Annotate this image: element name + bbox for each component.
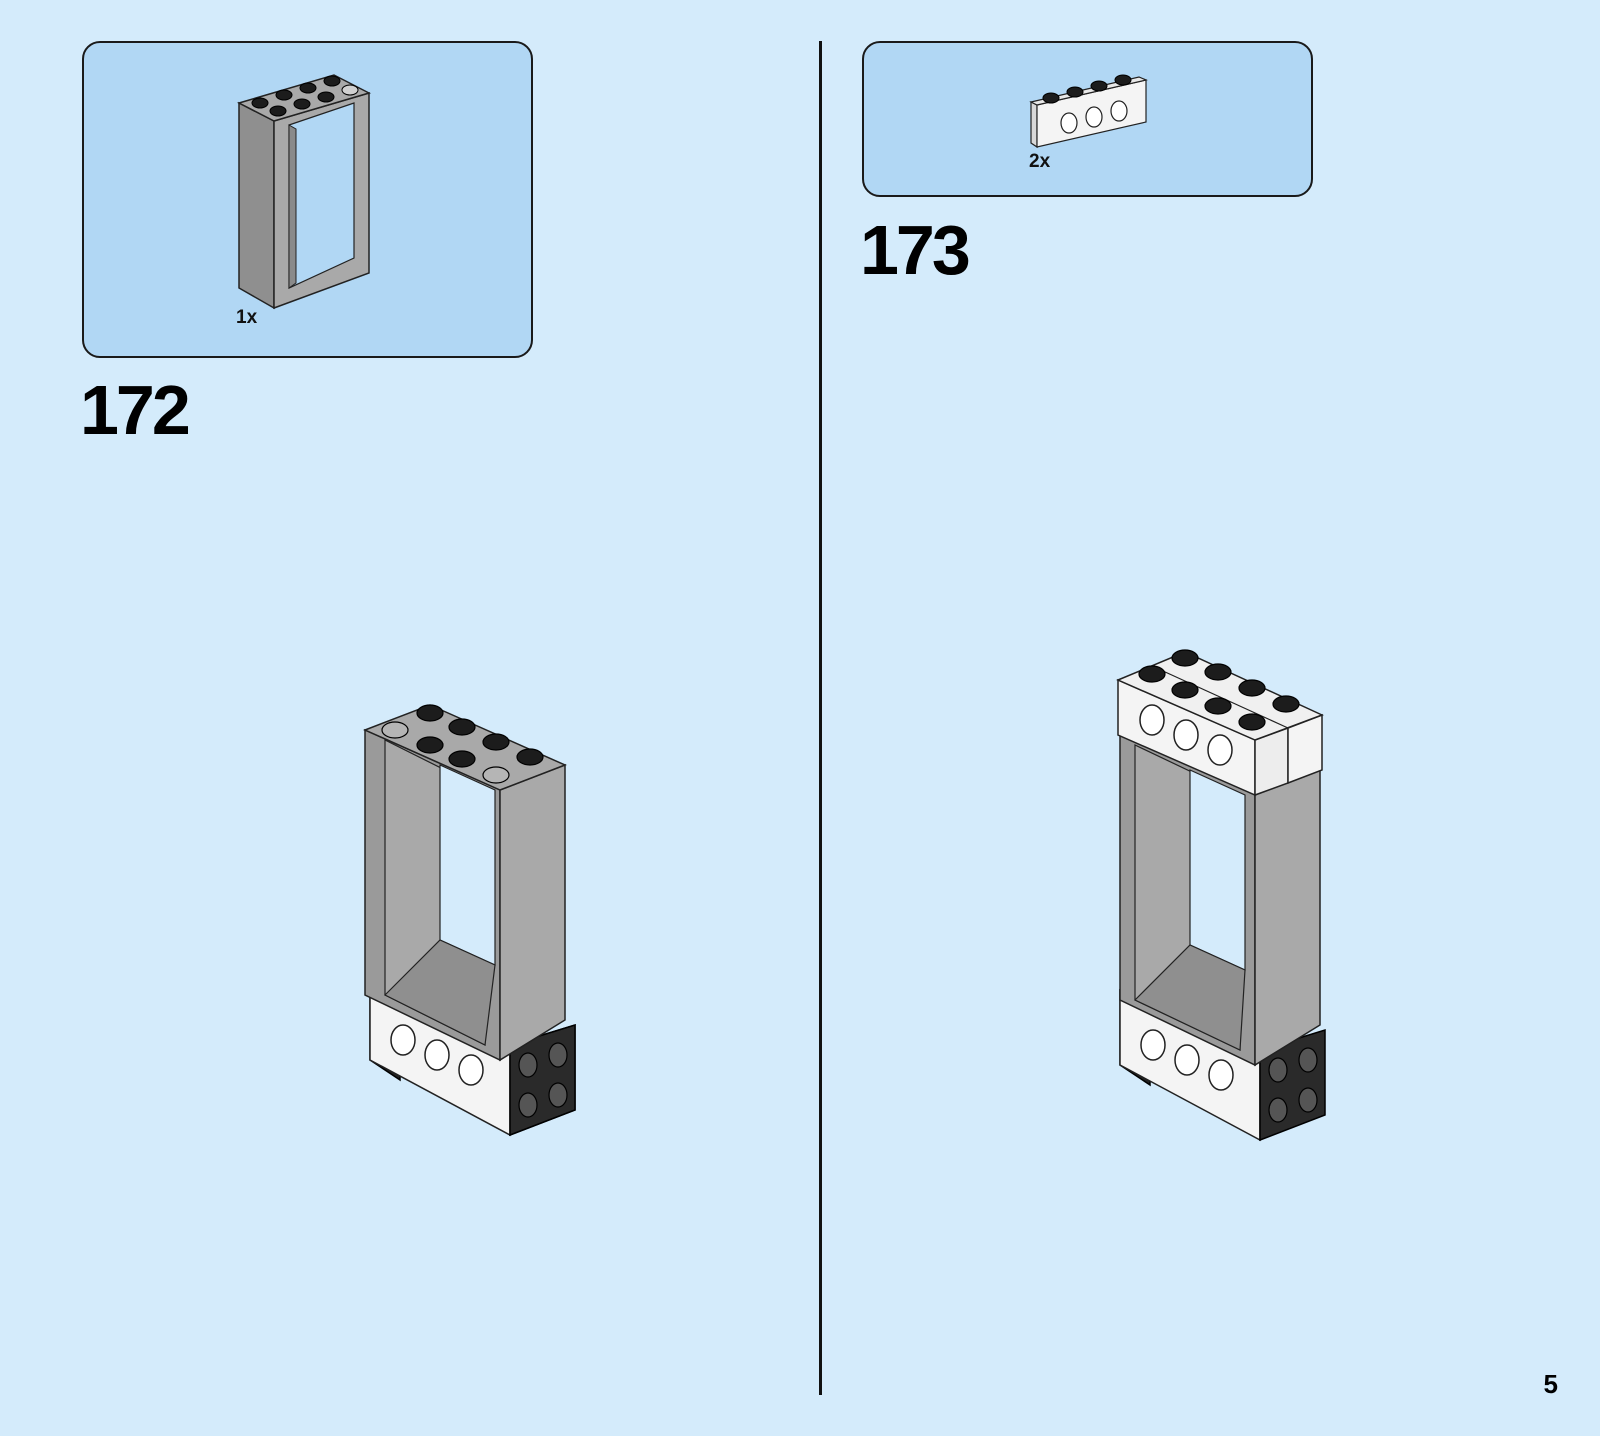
door-frame-on-base-model xyxy=(360,695,600,1155)
step-number-172: 172 xyxy=(80,375,188,445)
door-frame-with-technic-bricks-model xyxy=(1110,650,1350,1160)
technic-brick-1x4-white-icon xyxy=(1029,65,1154,150)
step-number-173: 173 xyxy=(860,215,968,285)
door-frame-1x4x6-icon xyxy=(234,63,384,313)
page-number: 5 xyxy=(1544,1369,1558,1400)
part-quantity-172: 1x xyxy=(236,307,257,329)
part-quantity-173: 2x xyxy=(1029,151,1050,173)
parts-callout-173: 2x xyxy=(862,41,1313,197)
parts-callout-172: 1x xyxy=(82,41,533,358)
step-divider xyxy=(819,41,822,1395)
